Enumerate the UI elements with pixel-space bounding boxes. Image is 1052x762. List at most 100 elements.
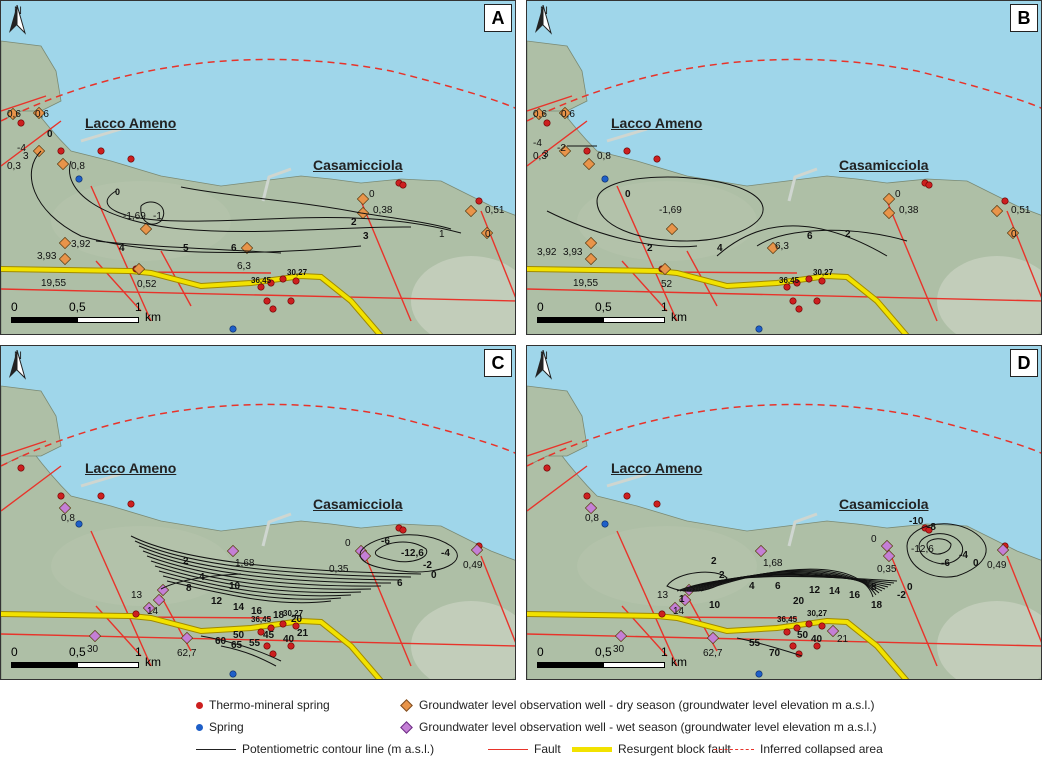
map-label: 3,92 <box>71 239 91 250</box>
contour-line <box>906 523 987 578</box>
fault-line <box>616 530 678 667</box>
map-label: 14 <box>233 602 245 613</box>
fault-line <box>360 545 412 667</box>
observation-well-marker <box>180 631 194 645</box>
contour-line <box>691 571 883 592</box>
observation-well-marker <box>480 226 494 240</box>
contour-line <box>756 229 908 247</box>
thermo-spring-marker <box>263 297 271 305</box>
pier <box>787 167 818 202</box>
headland <box>527 385 588 467</box>
fault-line <box>527 95 573 112</box>
map-label: 0,49 <box>987 560 1007 571</box>
map-label: 13 <box>131 590 143 601</box>
thermo-spring-marker <box>17 119 25 127</box>
contour-line <box>142 550 392 584</box>
map-label: 0 <box>431 570 437 581</box>
contour-line <box>546 210 698 248</box>
observation-well-marker <box>532 107 546 121</box>
fault-line <box>1006 555 1041 643</box>
contour-line-icon <box>196 749 236 751</box>
contour-line <box>685 573 889 592</box>
fault-line <box>886 200 938 322</box>
dry-well-icon <box>400 699 413 713</box>
map-label: 3,93 <box>563 247 583 258</box>
map-label: 8 <box>186 583 192 594</box>
map-label: 30,27 <box>283 609 304 618</box>
map-label: 2 <box>647 243 653 254</box>
map-label: 0 <box>369 189 375 200</box>
map-label: 6 <box>231 243 237 254</box>
map-label: 0,35 <box>329 564 349 575</box>
map-label: 12 <box>211 596 223 607</box>
thermo-spring-marker <box>287 642 295 650</box>
map-label: 36,45 <box>251 615 272 624</box>
contour-line <box>138 545 402 581</box>
thermo-spring-marker <box>658 610 666 618</box>
thermo-spring-marker <box>263 642 271 650</box>
observation-well-marker <box>614 629 628 643</box>
contour-line <box>359 534 458 573</box>
thermo-spring-marker <box>132 610 140 618</box>
town-casamicciola: Casamicciola <box>313 496 403 512</box>
thermo-spring-marker <box>269 305 277 313</box>
fault-line <box>1 465 62 512</box>
town-casamicciola: Casamicciola <box>839 496 929 512</box>
map-label: -1,69 <box>659 205 682 216</box>
town-lacco-ameno: Lacco Ameno <box>611 115 703 131</box>
observation-well-marker <box>584 252 598 266</box>
map-label: 70 <box>769 648 781 659</box>
legend-contour: Potentiometric contour line (m a.s.l.) <box>196 742 434 756</box>
map-label: 1,68 <box>235 558 255 569</box>
map-label: 0 <box>115 187 120 197</box>
fault-line <box>1006 210 1041 298</box>
thermo-spring-marker <box>17 464 25 472</box>
map-label: 0,6 <box>561 109 575 120</box>
map-label: 20 <box>793 596 805 607</box>
map-label: 21 <box>837 634 849 645</box>
map-label: 0,6 <box>533 109 547 120</box>
contour-line <box>134 540 412 578</box>
map-label: 16 <box>849 590 861 601</box>
observation-well-marker <box>584 236 598 250</box>
fault-line <box>1 95 47 112</box>
map-label: 0,38 <box>899 205 919 216</box>
contour-line <box>154 565 362 594</box>
observation-well-marker <box>152 593 166 607</box>
north-arrow: N <box>533 350 555 396</box>
map-label: -2 <box>557 143 566 154</box>
map-label: 55 <box>249 638 261 649</box>
headland <box>1 385 62 467</box>
legend-fault: Fault <box>488 742 561 756</box>
legend-resurgent: Resurgent block fault <box>572 742 731 756</box>
thermo-spring-marker <box>789 642 797 650</box>
observation-well-marker <box>32 144 46 158</box>
thermo-spring-marker <box>543 464 551 472</box>
map-label: 2 <box>719 570 725 581</box>
map-label: 16 <box>251 606 263 617</box>
contour-line <box>162 575 342 600</box>
observation-well-marker <box>356 192 370 206</box>
spring-marker <box>755 325 763 333</box>
map-label: 1,68 <box>763 558 783 569</box>
observation-well-marker <box>754 544 768 558</box>
map-label: 62,7 <box>177 648 197 659</box>
thermo-spring-marker <box>279 620 287 628</box>
map-label: 0,6 <box>35 109 49 120</box>
pier <box>80 127 122 143</box>
thermo-spring-marker <box>583 147 591 155</box>
observation-well-marker <box>582 157 596 171</box>
contour-line <box>160 573 242 590</box>
fault-line <box>527 120 588 167</box>
contour-line <box>736 637 803 657</box>
fault-line <box>1 120 62 167</box>
thermo-spring-marker <box>279 275 287 283</box>
spring-icon <box>196 724 203 732</box>
map-label: 14 <box>829 586 841 597</box>
observation-well-marker <box>464 204 478 218</box>
observation-well-marker <box>58 236 72 250</box>
observation-well-marker <box>470 543 484 557</box>
